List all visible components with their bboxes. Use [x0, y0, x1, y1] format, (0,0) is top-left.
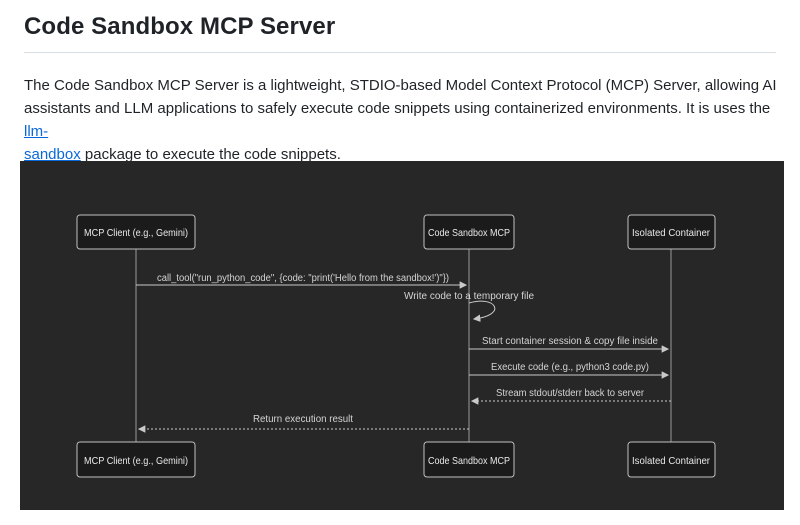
- participant-box-code-sandbox-top: Code Sandbox MCP: [423, 214, 515, 250]
- message-label-stream-output: Stream stdout/stderr back to server: [496, 388, 645, 399]
- participant-box-mcp-client-bottom: MCP Client (e.g., Gemini): [76, 441, 196, 478]
- participant-box-isolated-container-bottom: Isolated Container: [627, 441, 716, 478]
- participant-box-mcp-client-top: MCP Client (e.g., Gemini): [76, 214, 196, 250]
- participant-label: MCP Client (e.g., Gemini): [84, 227, 188, 239]
- participant-label: Isolated Container: [632, 455, 710, 467]
- participant-box-code-sandbox-bottom: Code Sandbox MCP: [423, 441, 515, 478]
- participant-label: Isolated Container: [632, 227, 710, 239]
- message-label-return-result: Return execution result: [253, 414, 353, 425]
- intro-line1: The Code Sandbox MCP Server is a lightwe…: [24, 77, 777, 94]
- message-label-write-code: Write code to a temporary file: [404, 291, 534, 302]
- participant-label: Code Sandbox MCP: [428, 455, 510, 467]
- message-label-start-container: Start container session & copy file insi…: [482, 336, 658, 347]
- participant-box-isolated-container-top: Isolated Container: [627, 214, 716, 250]
- participant-rect: [423, 441, 515, 478]
- participant-label: Code Sandbox MCP: [428, 227, 510, 239]
- participant-rect: [627, 214, 716, 250]
- intro-line3: package to execute the code snippets.: [80, 146, 341, 163]
- sequence-diagram: call_tool("run_python_code", {code: "pri…: [20, 161, 784, 510]
- message-label-call-tool: call_tool("run_python_code", {code: "pri…: [157, 273, 449, 284]
- self-loop-arrow: [468, 300, 496, 322]
- participant-rect: [423, 214, 515, 250]
- message-label-execute-code: Execute code (e.g., python3 code.py): [491, 362, 649, 373]
- sequence-diagram-svg: call_tool("run_python_code", {code: "pri…: [76, 214, 716, 478]
- participant-rect: [627, 441, 716, 478]
- participant-rect: [76, 441, 196, 478]
- participant-rect: [76, 214, 196, 250]
- intro-line2: assistants and LLM applications to safel…: [24, 100, 771, 117]
- llm-sandbox-link[interactable]: sandbox: [24, 146, 81, 163]
- participant-label: MCP Client (e.g., Gemini): [84, 455, 188, 467]
- llm-sandbox-link[interactable]: llm-: [24, 123, 49, 140]
- page-title: Code Sandbox MCP Server: [24, 13, 776, 53]
- intro-paragraph: The Code Sandbox MCP Server is a lightwe…: [24, 74, 784, 166]
